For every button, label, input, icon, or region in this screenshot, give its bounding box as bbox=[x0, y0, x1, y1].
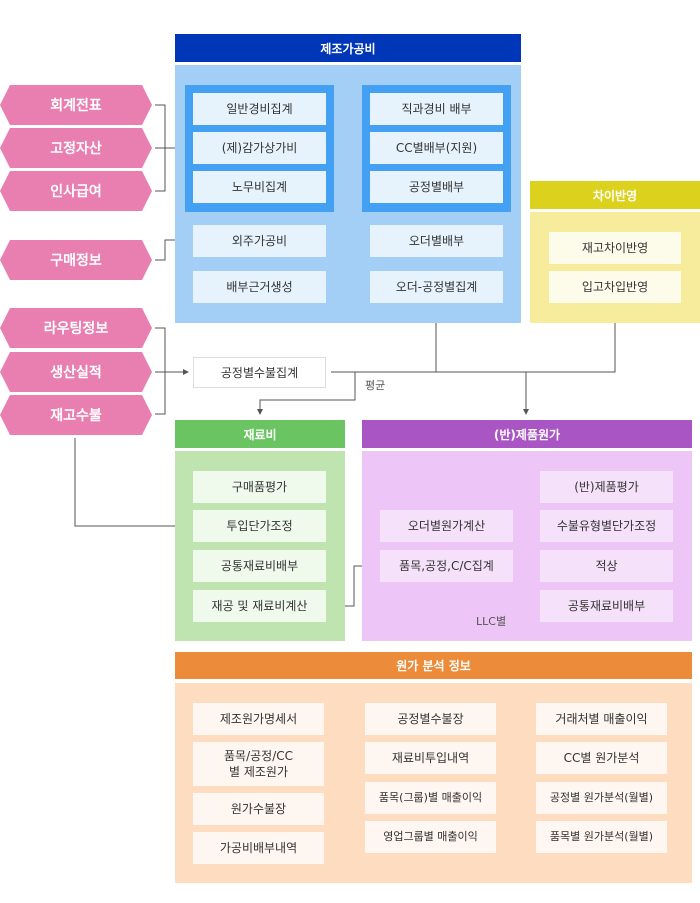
source-routing: 라우팅정보 bbox=[0, 308, 152, 348]
box-common-material-product: 공통재료비배부 bbox=[540, 590, 673, 622]
product-header: (반)제품원가 bbox=[362, 420, 692, 448]
source-inventory: 재고수불 bbox=[0, 395, 152, 435]
box-accumulate: 적상 bbox=[540, 550, 673, 582]
variance-header: 차이반영 bbox=[530, 181, 700, 209]
analysis-item: 가공비배부내역 bbox=[193, 832, 324, 864]
analysis-item: 품목/공정/CC 별 제조원가 bbox=[193, 742, 324, 786]
box-purchase-eval: 구매품평가 bbox=[193, 471, 326, 503]
box-order-process-sum: 오더-공정별집계 bbox=[370, 271, 503, 303]
analysis-item: 공정별 원가분석(월별) bbox=[536, 782, 667, 814]
box-labor: 노무비집계 bbox=[193, 171, 326, 203]
source-fixed-assets: 고정자산 bbox=[0, 128, 152, 168]
box-cc-allocation: CC별배부(지원) bbox=[370, 132, 503, 164]
arrow-stock-to-unitprice bbox=[74, 438, 187, 529]
box-process-allocation: 공정별배부 bbox=[370, 171, 503, 203]
box-outsourcing: 외주가공비 bbox=[193, 225, 326, 257]
analysis-item: 공정별수불장 bbox=[365, 703, 496, 735]
box-order-allocation: 오더별배부 bbox=[370, 225, 503, 257]
box-allocation-basis: 배부근거생성 bbox=[193, 271, 326, 303]
analysis-item: 제조원가명세서 bbox=[193, 703, 324, 735]
analysis-item: 품목(그룹)별 매출이익 bbox=[365, 782, 496, 814]
source-accounting: 회계전표 bbox=[0, 85, 152, 125]
bracket-group3 bbox=[155, 327, 166, 415]
analysis-item: 원가수불장 bbox=[193, 793, 324, 825]
box-general-expense: 일반경비집계 bbox=[193, 93, 326, 125]
material-header: 재료비 bbox=[175, 420, 345, 448]
arrow-inout-to-variance bbox=[331, 304, 618, 373]
box-process-inout: 공정별수불집계 bbox=[193, 357, 326, 388]
average-label: 평균 bbox=[365, 379, 386, 392]
analysis-header: 원가 분석 정보 bbox=[175, 652, 692, 679]
box-receipt-variance: 입고차입반영 bbox=[549, 271, 681, 303]
box-order-cost-calc: 오더별원가계산 bbox=[380, 510, 513, 542]
analysis-item: 거래처별 매출이익 bbox=[536, 703, 667, 735]
box-wip-material-calc: 재공 및 재료비계산 bbox=[193, 590, 326, 622]
box-item-process-cc-sum: 품목,공정,C/C집계 bbox=[380, 550, 513, 582]
source-payroll: 인사급여 bbox=[0, 171, 152, 211]
box-common-material: 공통재료비배부 bbox=[193, 550, 326, 582]
analysis-item: 품목별 원가분석(월별) bbox=[536, 821, 667, 853]
box-inout-type-price-adjust: 수불유형별단가조정 bbox=[540, 510, 673, 542]
box-product-eval: (반)제품평가 bbox=[540, 471, 673, 503]
box-input-price-adjust: 투입단가조정 bbox=[193, 510, 326, 542]
box-depreciation: (제)감가상가비 bbox=[193, 132, 326, 164]
analysis-item: 재료비투입내역 bbox=[365, 742, 496, 774]
arrow-inout-to-material bbox=[257, 372, 356, 415]
overhead-header: 제조가공비 bbox=[175, 34, 521, 62]
box-stock-variance: 재고차이반영 bbox=[549, 232, 681, 264]
box-direct-expense: 직과경비 배부 bbox=[370, 93, 503, 125]
source-production: 생산실적 bbox=[0, 352, 152, 392]
llc-label: LLC별 bbox=[476, 615, 507, 628]
variance-panel bbox=[530, 212, 700, 323]
source-purchase: 구매정보 bbox=[0, 240, 152, 280]
analysis-item: 영업그룹별 매출이익 bbox=[365, 821, 496, 853]
analysis-item: CC별 원가분석 bbox=[536, 742, 667, 774]
